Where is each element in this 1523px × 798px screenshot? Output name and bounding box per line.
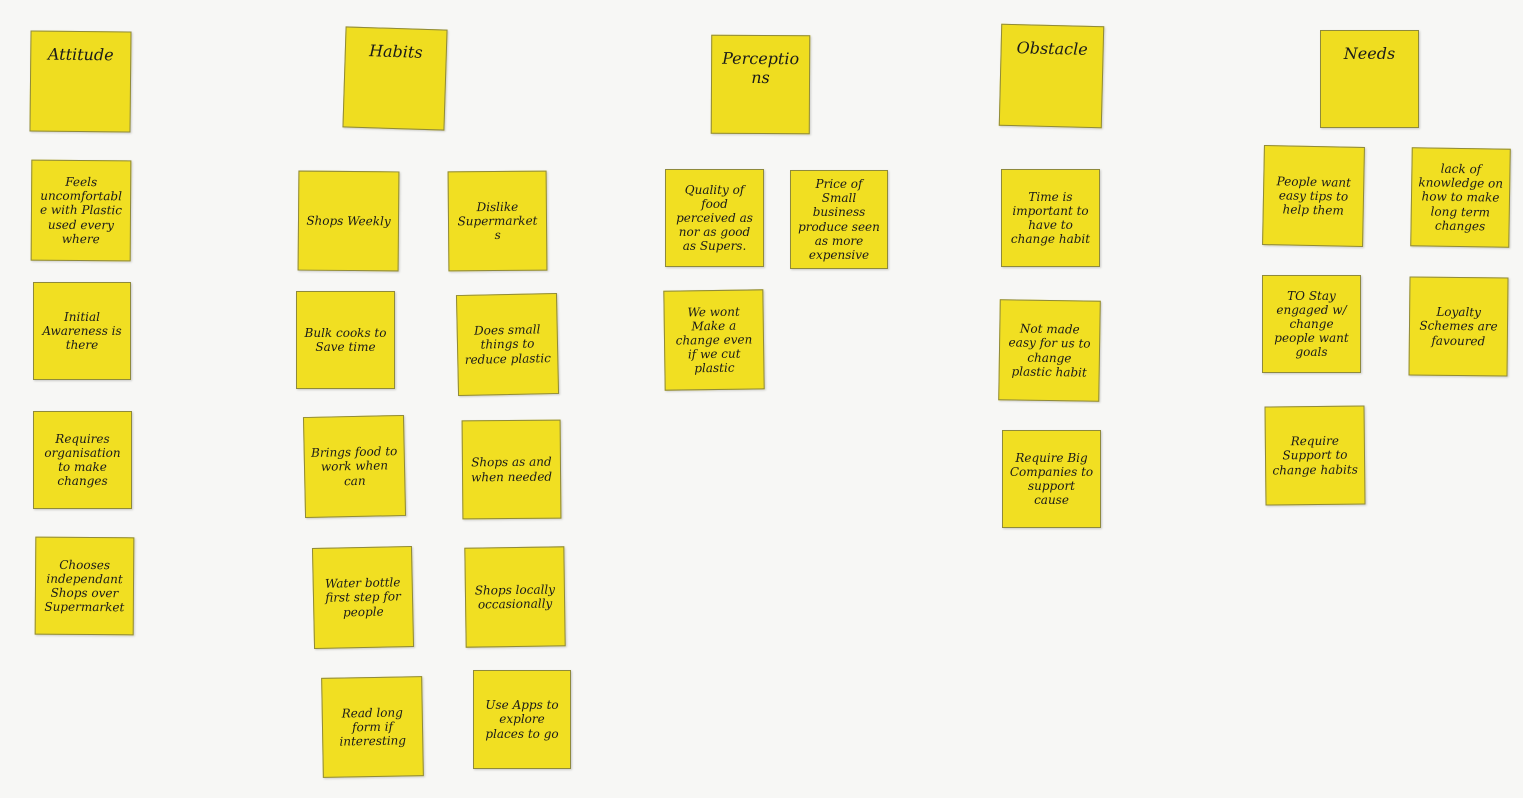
- header-note-obstacle[interactable]: Obstacle: [998, 23, 1105, 129]
- header-note-needs[interactable]: Needs: [1320, 30, 1419, 128]
- sticky-note[interactable]: Feels uncomfortable with Plastic used ev…: [30, 159, 132, 262]
- sticky-note[interactable]: We wont Make a change even if we cut pla…: [663, 289, 765, 391]
- sticky-note[interactable]: Quality of food perceived as nor as good…: [665, 169, 764, 267]
- sticky-note[interactable]: Shops locally occasionally: [464, 546, 566, 648]
- sticky-note[interactable]: Does small things to reduce plastic: [455, 292, 560, 397]
- sticky-note[interactable]: Shops as and when needed: [461, 419, 562, 520]
- sticky-note[interactable]: Initial Awareness is there: [33, 282, 131, 380]
- sticky-note[interactable]: Require Big Companies to support cause: [1002, 430, 1101, 528]
- sticky-note[interactable]: Shops Weekly: [297, 170, 400, 272]
- sticky-note[interactable]: Bulk cooks to Save time: [296, 291, 395, 389]
- header-note-habits[interactable]: Habits: [342, 26, 448, 131]
- sticky-note[interactable]: Read long form if interesting: [321, 676, 424, 778]
- sticky-note[interactable]: Chooses independant Shops over Supermark…: [34, 536, 135, 636]
- sticky-note[interactable]: Price of Small business produce seen as …: [790, 170, 888, 269]
- sticky-note[interactable]: TO Stay engaged w/ change people want go…: [1262, 275, 1361, 373]
- sticky-note[interactable]: Water bottle first step for people: [311, 545, 415, 650]
- sticky-note[interactable]: People want easy tips to help them: [1262, 145, 1365, 247]
- sticky-note[interactable]: Brings food to work when can: [302, 414, 407, 519]
- sticky-note[interactable]: Dislike Supermarkets: [447, 170, 548, 272]
- sticky-note[interactable]: Requires organisation to make changes: [33, 411, 132, 509]
- sticky-note[interactable]: Time is important to have to change habi…: [1001, 169, 1100, 267]
- sticky-note[interactable]: Use Apps to explore places to go: [473, 670, 571, 769]
- sticky-note[interactable]: Not made easy for us to change plastic h…: [998, 299, 1101, 402]
- header-note-attitude[interactable]: Attitude: [29, 30, 132, 133]
- sticky-note[interactable]: lack of knowledge on how to make long te…: [1410, 147, 1511, 248]
- sticky-note[interactable]: Loyalty Schemes are favoured: [1408, 276, 1509, 377]
- sticky-note[interactable]: Require Support to change habits: [1264, 405, 1366, 506]
- header-note-perceptions[interactable]: Perceptions: [710, 34, 811, 135]
